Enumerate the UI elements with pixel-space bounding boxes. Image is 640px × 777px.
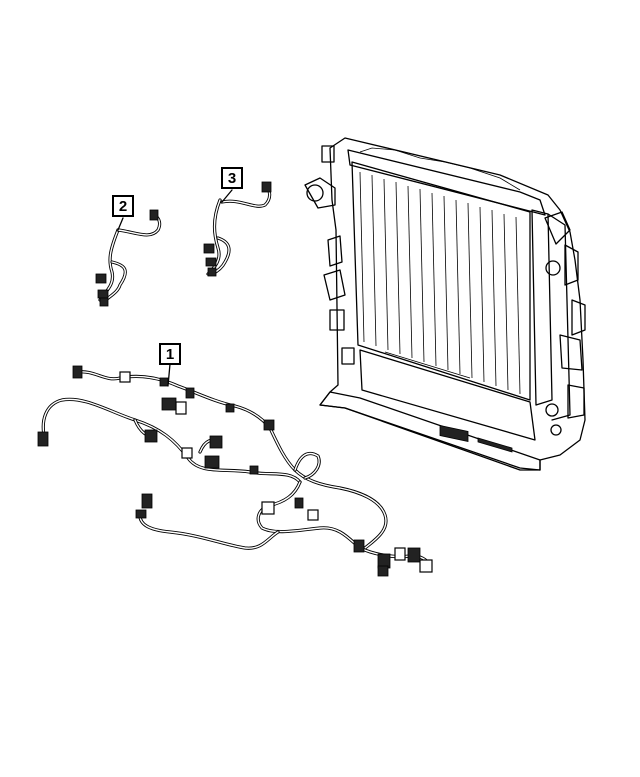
callout-2: 2 [112,195,134,217]
callout-1: 1 [159,343,181,365]
wiring-harness-3 [203,181,272,277]
wiring-harness-2 [95,209,162,307]
wiring-harness-1 [37,363,433,577]
radiator-assembly [304,137,586,471]
callout-3: 3 [221,167,243,189]
